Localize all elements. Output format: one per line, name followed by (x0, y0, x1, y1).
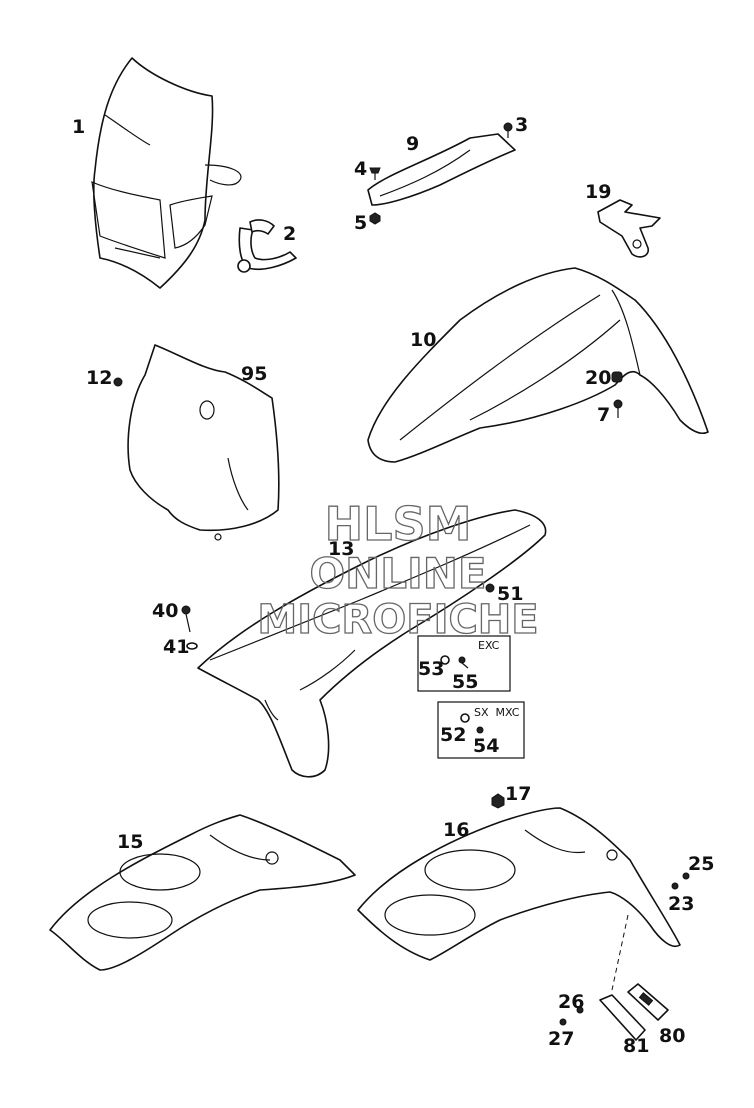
callout-9: 9 (406, 133, 419, 155)
rubber-20 (611, 371, 623, 383)
callout-23: 23 (668, 893, 694, 915)
callout-3: 3 (515, 114, 528, 136)
sx-mxc-label: SX MXC (474, 706, 520, 719)
watermark-line1: HLSM (325, 497, 472, 551)
callout-5: 5 (354, 212, 367, 234)
screw-4 (369, 167, 381, 180)
front-fender-16 (357, 807, 681, 961)
screw-7 (613, 399, 623, 418)
callout-25: 25 (688, 853, 714, 875)
watermark: HLSM ONLINE MICROFICHE (257, 496, 540, 643)
plate-81 (599, 994, 646, 1041)
screw-25 (682, 872, 690, 880)
exc-label: EXC (478, 639, 500, 652)
bracket (367, 133, 516, 206)
screw-12 (113, 377, 123, 387)
washer-41 (186, 642, 198, 650)
screw-26 (576, 1006, 584, 1014)
watermark-line3: MICROFICHE (257, 597, 538, 643)
callout-40: 40 (152, 600, 178, 622)
rear-fender (197, 509, 547, 778)
callout-7: 7 (597, 404, 610, 426)
callout-81: 81 (623, 1035, 649, 1057)
callout-16: 16 (443, 819, 469, 841)
callout-26: 26 (558, 991, 584, 1013)
number-plate (127, 344, 280, 541)
callout-55: 55 (452, 671, 478, 693)
callout-19: 19 (585, 181, 611, 203)
exc-box (417, 635, 511, 692)
callout-54: 54 (473, 735, 499, 757)
callout-52: 52 (440, 724, 466, 746)
headlight-mask (91, 57, 242, 289)
front-fender (367, 267, 709, 463)
callout-27: 27 (548, 1028, 574, 1050)
callout-51: 51 (497, 583, 523, 605)
nut-5 (369, 212, 381, 225)
callout-13: 13 (328, 538, 354, 560)
watermark-line2: ONLINE (309, 549, 486, 598)
nut-17 (491, 793, 505, 809)
plate-80 (627, 983, 669, 1021)
callout-41: 41 (163, 636, 189, 658)
callout-12: 12 (86, 367, 112, 389)
callout-20: 20 (585, 367, 611, 389)
screw-3 (503, 122, 513, 138)
sx-mxc-box (437, 701, 525, 759)
callout-53: 53 (418, 658, 444, 680)
washer-23 (671, 882, 679, 890)
screw-51 (485, 583, 495, 593)
front-fender-15 (49, 814, 356, 971)
callout-2: 2 (283, 223, 296, 245)
callout-95: 95 (241, 363, 267, 385)
screw-40 (181, 605, 191, 633)
callout-17: 17 (505, 783, 531, 805)
callout-80: 80 (659, 1025, 685, 1047)
callout-10: 10 (410, 329, 436, 351)
headlight-clamp (237, 219, 297, 273)
callout-15: 15 (117, 831, 143, 853)
callout-4: 4 (354, 158, 367, 180)
callout-1: 1 (72, 116, 85, 138)
nut-27 (559, 1018, 567, 1026)
holder (597, 199, 661, 258)
